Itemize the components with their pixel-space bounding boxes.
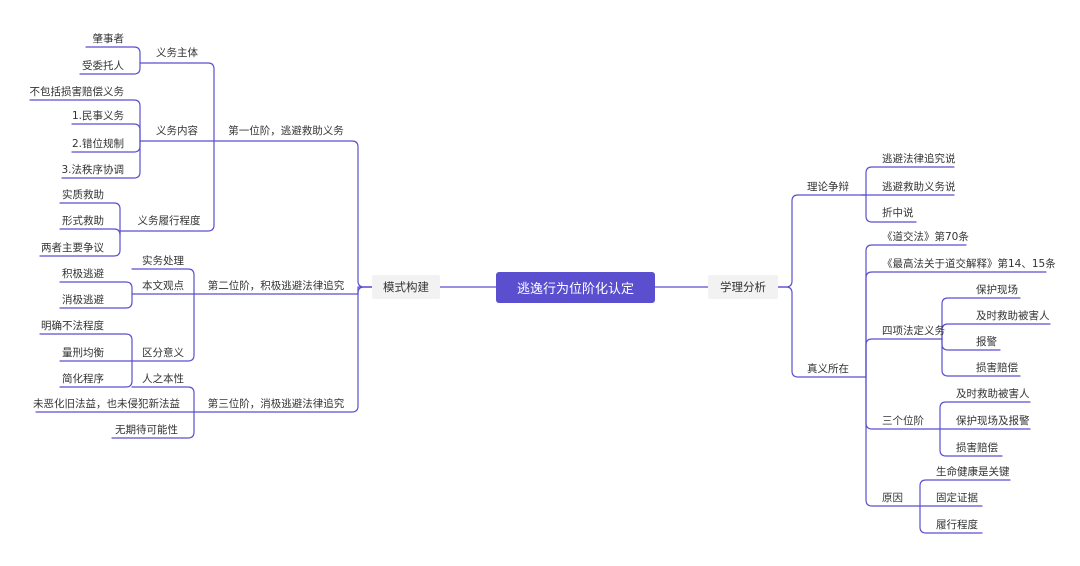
main-topic-right[interactable]: 学理分析 [708,275,778,299]
node-three[interactable]: 三个位阶 [882,415,924,427]
leaf-four-1[interactable]: 及时救助被害人 [976,310,1050,322]
leaf-content-0[interactable]: 不包括损害赔偿义务 [29,86,125,98]
node-four[interactable]: 四项法定义务 [882,325,945,337]
leaf-reason-2[interactable]: 履行程度 [936,519,978,531]
node-r1[interactable]: 理论争辩 [807,181,849,193]
leaf-subject-1[interactable]: 受委托人 [82,60,124,72]
leaf-degree-1[interactable]: 形式救助 [62,215,104,227]
node-subject[interactable]: 义务主体 [156,47,198,59]
node-practice[interactable]: 实务处理 [142,255,184,267]
edge-right-r1 [777,194,863,288]
node-r2[interactable]: 真义所在 [807,363,849,375]
leaf-l3-1[interactable]: 未恶化旧法益，也未侵犯新法益 [33,398,180,410]
leaf-subject-0[interactable]: 肇事者 [92,33,125,45]
node-degree[interactable]: 义务履行程度 [137,215,201,227]
leaf-degree-2[interactable]: 两者主要争议 [41,242,104,254]
leaf-content-3[interactable]: 3.法秩序协调 [61,164,124,176]
node-law1[interactable]: 《道交法》第70条 [882,231,969,243]
node-l2[interactable]: 第二位阶，积极逃避法律追究 [207,280,345,292]
main-topic-left[interactable]: 模式构建 [372,275,440,299]
node-meaning[interactable]: 区分意义 [142,347,184,359]
leaf-view-0[interactable]: 积极逃避 [62,268,104,280]
edge-l1-degree [119,140,215,232]
leaf-l3-2[interactable]: 无期待可能性 [115,424,178,436]
leaf-three-2[interactable]: 损害赔偿 [956,442,998,454]
leaf-r1-1[interactable]: 逃避救助义务说 [882,181,956,193]
leaf-reason-0[interactable]: 生命健康是关键 [936,466,1010,478]
leaf-reason-1[interactable]: 固定证据 [936,492,978,504]
leaf-l3-0[interactable]: 人之本性 [142,373,184,385]
leaf-content-2[interactable]: 2.错位规制 [71,138,124,150]
edge-left-l3 [193,286,373,413]
node-law2[interactable]: 《最高法关于道交解释》第14、15条 [882,258,1056,270]
node-l1[interactable]: 第一位阶，逃避救助义务 [228,125,344,137]
leaf-content-1[interactable]: 1.民事义务 [71,110,124,122]
leaf-degree-0[interactable]: 实质救助 [62,189,104,201]
root-topic[interactable]: 逃逸行为位阶化认定 [496,272,655,303]
leaf-meaning-2[interactable]: 简化程序 [62,373,104,385]
edge-left-l1 [213,140,373,288]
node-view[interactable]: 本文观点 [142,280,184,292]
leaf-four-3[interactable]: 损害赔偿 [976,362,1018,374]
leaf-three-0[interactable]: 及时救助被害人 [956,388,1030,400]
leaf-r1-0[interactable]: 逃避法律追究说 [882,153,956,165]
node-reason[interactable]: 原因 [882,492,903,504]
leaf-meaning-1[interactable]: 量刑均衡 [62,347,104,359]
node-content[interactable]: 义务内容 [156,125,198,137]
edge-right-r2 [777,286,863,378]
leaf-four-2[interactable]: 报警 [976,336,997,348]
leaf-view-1[interactable]: 消极逃避 [62,294,104,306]
edge-l2-practice [131,268,195,295]
leaf-meaning-0[interactable]: 明确不法程度 [41,320,104,332]
leaf-three-1[interactable]: 保护现场及报警 [956,415,1030,427]
edge-l2-meaning [131,293,195,362]
leaf-r1-2[interactable]: 折中说 [882,207,914,219]
edge-l1-subject [139,62,215,142]
leaf-four-0[interactable]: 保护现场 [976,284,1018,296]
node-l3[interactable]: 第三位阶，消极逃避法律追究 [207,398,345,410]
